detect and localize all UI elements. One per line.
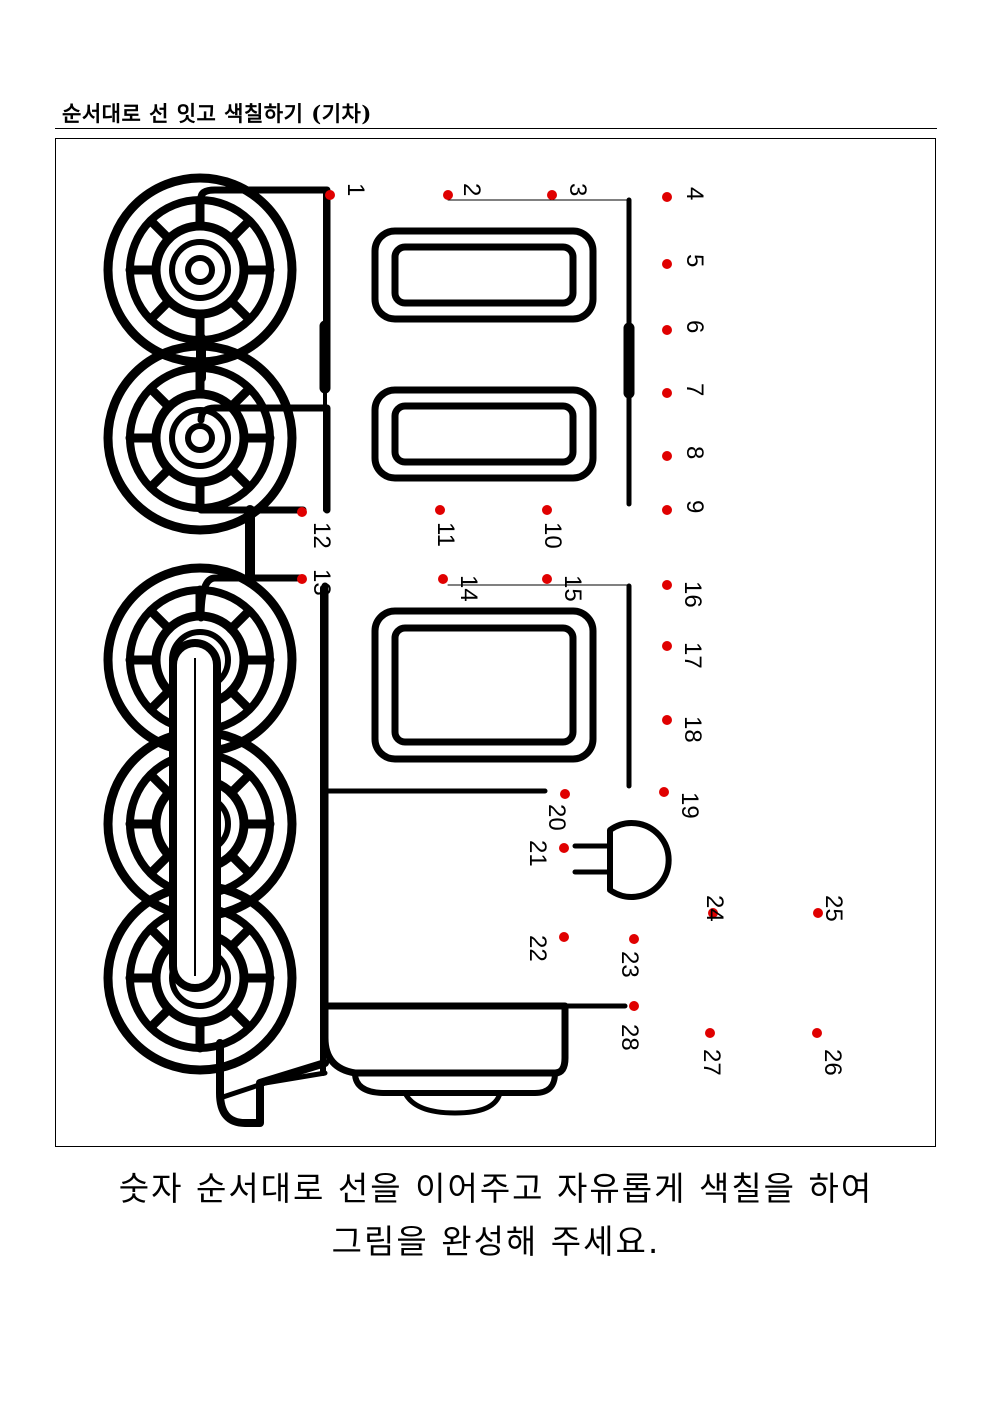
dot-label-4: 4 — [681, 187, 708, 200]
window-1-inner — [391, 243, 577, 307]
dot-8 — [662, 451, 672, 461]
dot-label-17: 17 — [679, 642, 706, 669]
dot-label-11: 11 — [432, 522, 459, 547]
dot-25 — [813, 908, 823, 918]
dot-label-5: 5 — [681, 254, 708, 267]
dot-label-18: 18 — [679, 716, 706, 743]
dot-7 — [662, 388, 672, 398]
dot-22 — [559, 932, 569, 942]
dot-label-6: 6 — [681, 320, 708, 333]
window-3-outer — [371, 607, 597, 763]
dot-label-13: 13 — [308, 569, 335, 596]
window-3-inner — [391, 624, 577, 746]
dot-24 — [708, 908, 718, 918]
window-2-inner — [391, 402, 577, 466]
dot-label-28: 28 — [616, 1024, 643, 1051]
dot-12 — [297, 507, 307, 517]
dot-10 — [542, 505, 552, 515]
dot-26 — [812, 1028, 822, 1038]
dot-17 — [662, 641, 672, 651]
upper-wheel-1 — [103, 173, 297, 367]
dot-label-27: 27 — [698, 1049, 725, 1076]
dot-20 — [560, 789, 570, 799]
dot-label-23: 23 — [616, 951, 643, 978]
dot-label-22: 22 — [524, 935, 551, 962]
worksheet-title: 순서대로 선 잇고 색칠하기 (기차) — [62, 101, 372, 126]
instruction-line-2: 그림을 완성해 주세요. — [331, 1222, 661, 1261]
locomotive-base — [352, 1070, 558, 1096]
dot-label-16: 16 — [679, 581, 706, 608]
dot-label-26: 26 — [819, 1049, 846, 1076]
dot-21 — [559, 843, 569, 853]
dot-3 — [547, 190, 557, 200]
window-1-outer — [371, 227, 597, 323]
dot-label-19: 19 — [676, 792, 703, 819]
dot-label-7: 7 — [681, 383, 708, 396]
dot-label-20: 20 — [543, 804, 570, 831]
dot-label-8: 8 — [681, 446, 708, 459]
instruction-line-1: 숫자 순서대로 선을 이어주고 자유롭게 색칠을 하여 — [118, 1169, 874, 1208]
dot-14 — [438, 574, 448, 584]
dot-label-12: 12 — [308, 522, 335, 549]
dot-label-2: 2 — [458, 183, 485, 196]
dot-13 — [297, 574, 307, 584]
dot-label-21: 21 — [524, 840, 551, 867]
dot-5 — [662, 259, 672, 269]
window-2-outer — [371, 386, 597, 482]
dot-15 — [542, 574, 552, 584]
locomotive-base-lower — [402, 1090, 503, 1116]
dot-label-14: 14 — [455, 575, 482, 602]
dot-label-1: 1 — [342, 183, 369, 196]
dot-1 — [325, 190, 335, 200]
dot-11 — [435, 505, 445, 515]
dot-label-15: 15 — [559, 575, 586, 602]
title-underline — [55, 128, 937, 129]
dot-27 — [705, 1028, 715, 1038]
dot-label-25: 25 — [820, 895, 847, 922]
dot-4 — [662, 192, 672, 202]
dot-16 — [662, 580, 672, 590]
dot-28 — [629, 1001, 639, 1011]
train-drawing: 1234567891011121314151617181920212223242… — [103, 173, 847, 1127]
dot-label-9: 9 — [681, 500, 708, 513]
dot-6 — [662, 325, 672, 335]
dot-9 — [662, 505, 672, 515]
dot-18 — [662, 715, 672, 725]
dot-label-10: 10 — [539, 522, 566, 549]
upper-wheel-2 — [103, 341, 297, 535]
dot-label-24: 24 — [701, 895, 728, 922]
dot-label-3: 3 — [564, 183, 591, 196]
headlight — [607, 820, 672, 900]
drawing-frame — [55, 138, 936, 1147]
cowcatcher-support — [217, 1060, 328, 1101]
dot-19 — [659, 787, 669, 797]
dot-23 — [629, 934, 639, 944]
dot-2 — [443, 190, 453, 200]
